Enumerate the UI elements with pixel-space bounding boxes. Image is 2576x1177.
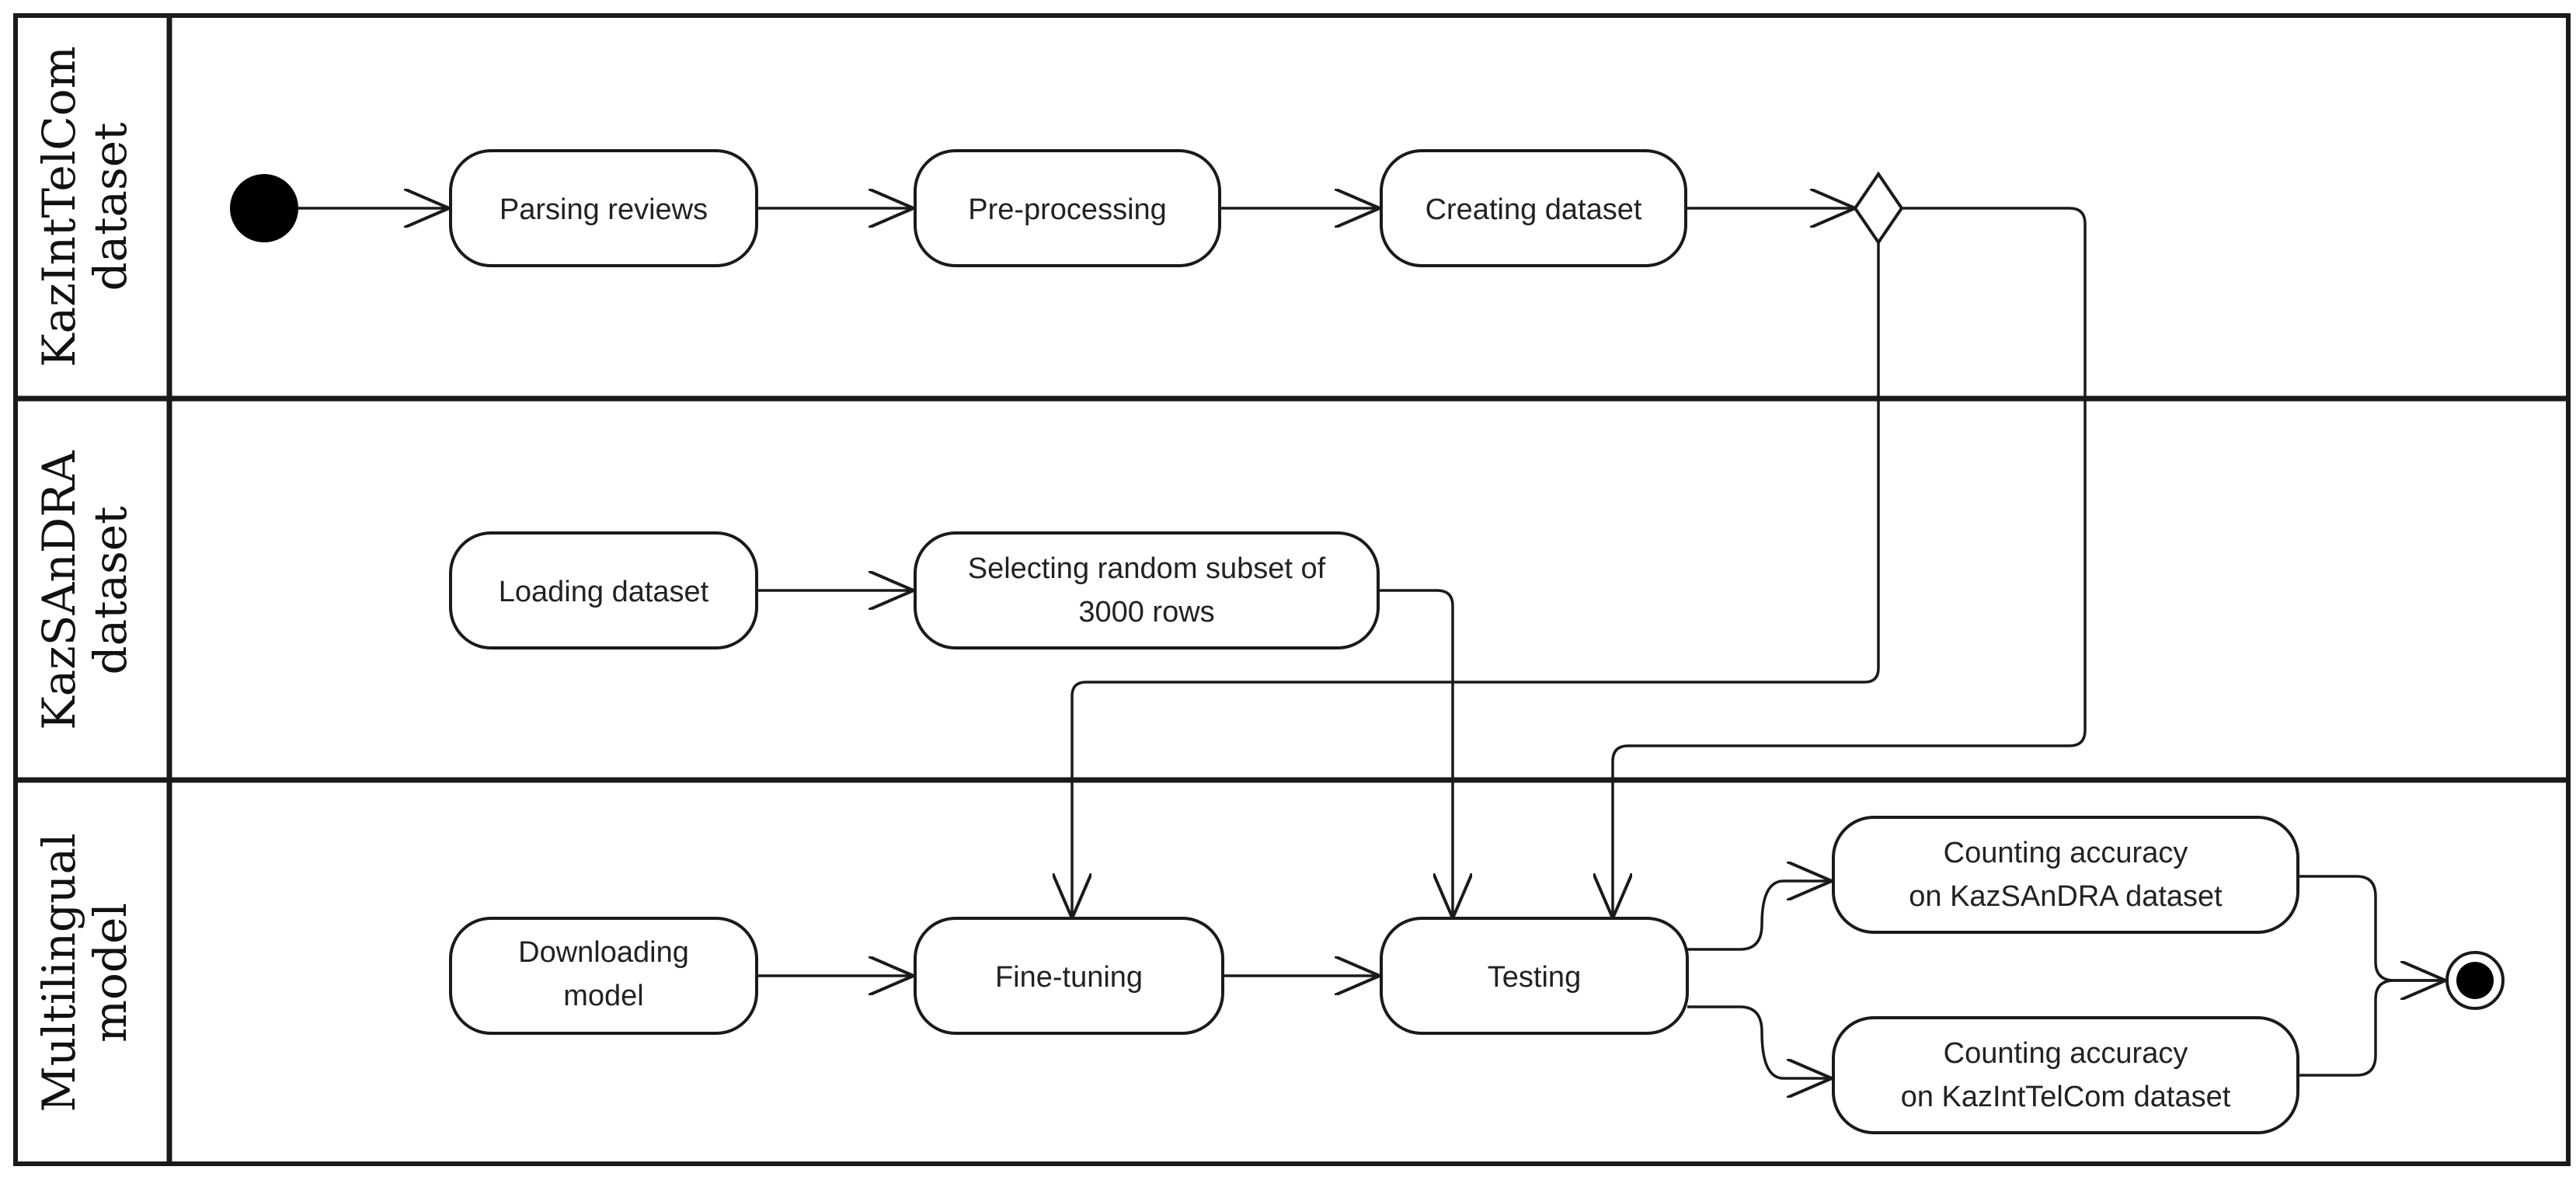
lane-label-line: KazSAnDRA xyxy=(33,450,85,730)
node-label: model xyxy=(563,980,644,1012)
node-label: Counting accuracy xyxy=(1944,1037,2188,1070)
edge-testing-to-acc-kazinteltcom xyxy=(1687,1005,1832,1078)
node-finetuning: Fine-tuning xyxy=(914,917,1224,1035)
edge-acc-kazsandra-to-end xyxy=(2298,875,2445,980)
node-selecting: Selecting random subset of 3000 rows xyxy=(914,531,1380,649)
lane-label-kazinteltcom: KazIntTelCom dataset xyxy=(33,46,137,367)
node-acc-kazsandra: Counting accuracy on KazSAnDRA dataset xyxy=(1832,816,2299,934)
node-label: on KazSAnDRA dataset xyxy=(1909,880,2223,913)
node-label: Pre-processing xyxy=(968,193,1167,226)
lane-label-line: model xyxy=(84,903,137,1043)
edge-acc-kazinteltcom-to-end xyxy=(2298,979,2445,1077)
edge-selecting-to-testing xyxy=(1378,589,1453,918)
lane-label-kazsandra: KazSAnDRA dataset xyxy=(33,450,137,730)
node-testing: Testing xyxy=(1380,917,1689,1035)
node-label: Parsing reviews xyxy=(500,193,708,226)
node-label: 3000 rows xyxy=(1078,596,1214,629)
node-parsing: Parsing reviews xyxy=(449,149,758,267)
lane-label-line: Multilingual xyxy=(33,833,85,1112)
lane-label-line: dataset xyxy=(84,507,137,675)
node-label: Testing xyxy=(1488,961,1581,994)
node-preprocessing: Pre-processing xyxy=(914,149,1221,267)
lane-label-line: dataset xyxy=(84,123,137,291)
node-label: Loading dataset xyxy=(499,576,709,608)
edge-testing-to-acc-kazsandra xyxy=(1687,881,1832,951)
node-creating: Creating dataset xyxy=(1380,149,1687,267)
edges xyxy=(298,208,2445,1078)
decision-node xyxy=(1853,171,1904,245)
lane-label-line: KazIntTelCom xyxy=(33,46,85,367)
node-label: on KazIntTelCom dataset xyxy=(1901,1081,2231,1113)
start-node xyxy=(230,174,298,242)
diagram-frame xyxy=(13,13,2571,1166)
node-label: Selecting random subset of xyxy=(968,552,1326,585)
edge-decision-to-finetuning xyxy=(1072,242,1880,918)
lane-label-multilingual: Multilingual model xyxy=(33,833,137,1112)
node-loading: Loading dataset xyxy=(449,531,758,649)
edge-decision-to-testing xyxy=(1613,207,2087,918)
node-acc-kazinteltcom: Counting accuracy on KazIntTelCom datase… xyxy=(1832,1016,2299,1134)
node-label: Downloading xyxy=(518,936,689,969)
node-label: Fine-tuning xyxy=(995,961,1143,994)
end-node-dot xyxy=(2456,962,2494,999)
node-label: Counting accuracy xyxy=(1944,837,2188,869)
node-label: Creating dataset xyxy=(1426,193,1642,226)
node-downloading: Downloading model xyxy=(449,917,758,1035)
